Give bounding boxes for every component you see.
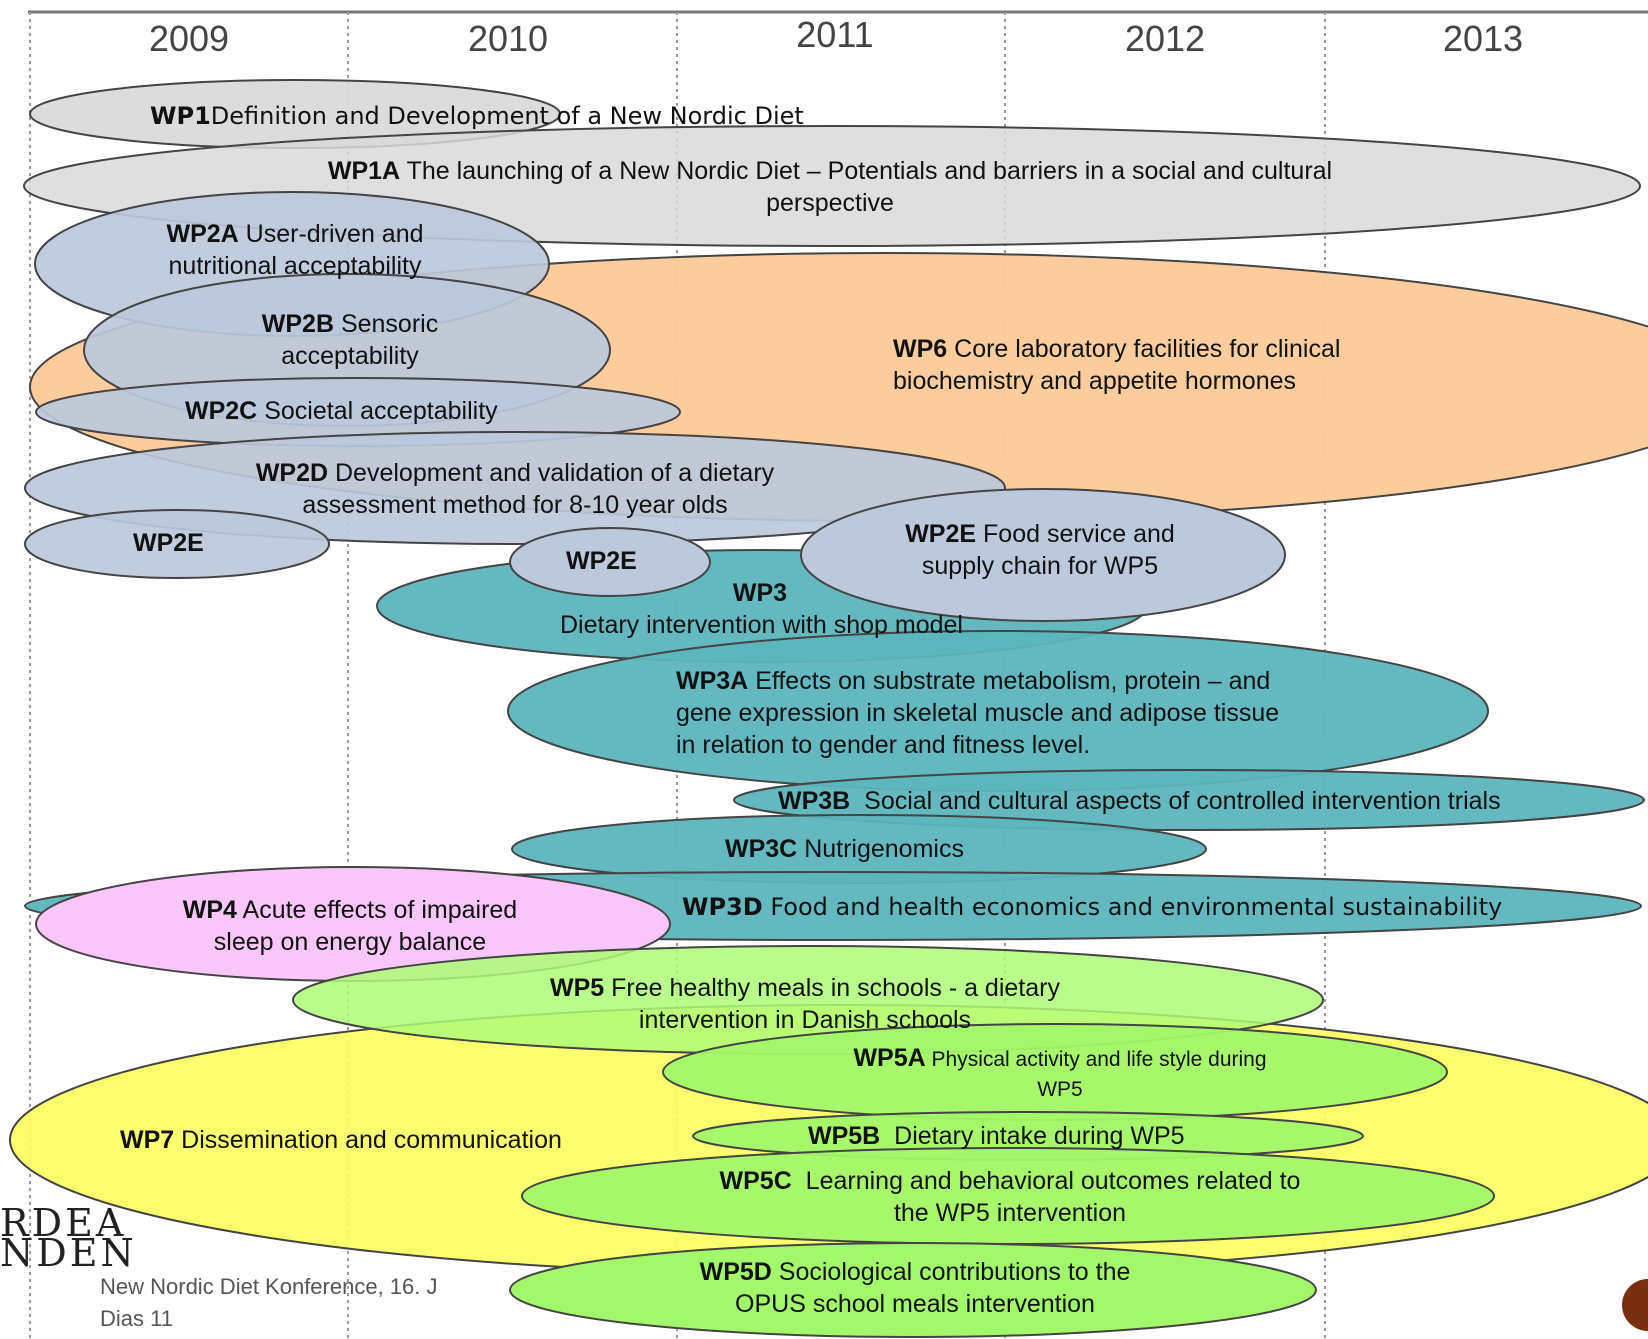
wp2e-second-ellipse [509,527,711,597]
wp2d-label: WP2D Development and validation of a die… [255,459,775,519]
wp5b-label: WP5B Dietary intake during WP5 [808,1122,1185,1150]
wp4-label: WP4 Acute effects of impaired sleep on e… [182,896,518,956]
wp2a-label: WP2A User-driven and nutritional accepta… [166,220,424,280]
wp3b-ellipse [733,769,1645,831]
wp1-label: WP1Definition and Development of a New N… [150,102,804,130]
wp3-label: WP3 Dietary intervention with shop model [560,579,963,639]
wp3c-label: WP3C Nutrigenomics [725,835,964,863]
year-2010: 2010 [467,18,549,59]
footer-conference: New Nordic Diet Konference, 16. J [100,1274,438,1299]
wp3b-label: WP3B Social and cultural aspects of cont… [778,787,1501,815]
wp2e-third-ellipse [800,488,1286,622]
year-2009: 2009 [148,18,230,59]
wp6-label: WP6 Core laboratory facilities for clini… [893,335,1341,395]
wp7-label: WP7 Dissemination and communication [120,1126,562,1154]
wp2e-second-label: WP2E [566,547,637,575]
wp2e-first-ellipse [24,509,330,579]
slide-footer: New Nordic Diet Konference, 16. J Dias 1… [100,1271,438,1335]
wp2e-third-label: WP2E Food service and supply chain for W… [905,520,1175,580]
wp2b-label: WP2B Sensoric acceptability [261,310,439,370]
wp5d-ellipse [509,1242,1317,1338]
year-2013: 2013 [1442,18,1524,59]
wp2e-first-label: WP2E [133,529,204,557]
wp3a-label: WP3A Effects on substrate metabolism, pr… [676,667,1280,759]
wp5a-label: WP5A Physical activity and life style du… [853,1044,1267,1101]
wp1a-label: WP1A The launching of a New Nordic Diet … [327,157,1333,217]
wp5-label: WP5 Free healthy meals in schools - a di… [550,974,1060,1034]
wp5c-label: WP5C Learning and behavioral outcomes re… [719,1167,1301,1227]
wp5d-label: WP5D Sociological contributions to the O… [699,1258,1131,1318]
wp3d-label: WP3D Food and health economics and envir… [682,893,1503,921]
footer-slide-number: Dias 11 [100,1306,173,1331]
wp2d-ellipse [24,431,1006,545]
brand-seal-icon [1622,1279,1648,1331]
nordea-fonden-logo: RDEA NDEN [0,1201,137,1275]
wp2c-label: WP2C Societal acceptability [185,397,498,425]
year-2012: 2012 [1124,18,1206,59]
year-2011: 2011 [796,14,874,55]
